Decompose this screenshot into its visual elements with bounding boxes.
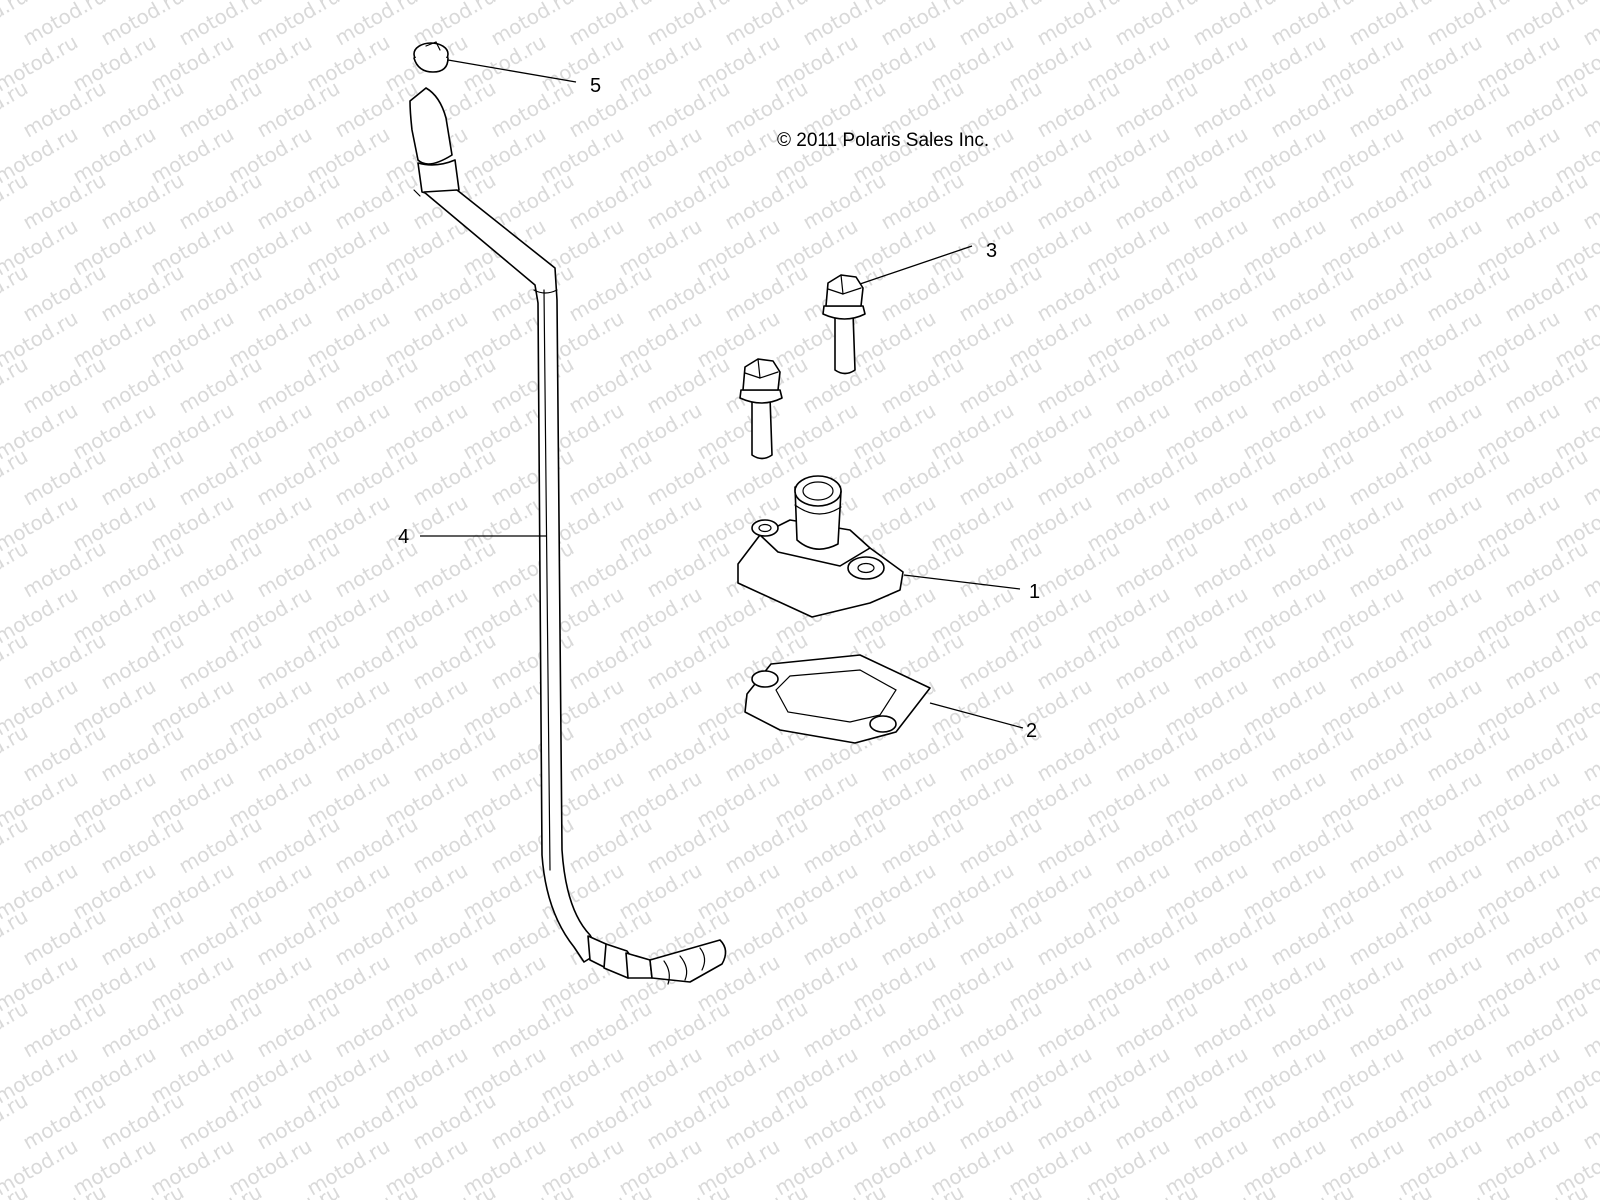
valve-cover: 1 <box>737 475 1040 618</box>
hose-clamp: 5 <box>413 41 601 97</box>
leader-2 <box>929 702 1024 729</box>
leader-5 <box>447 59 577 83</box>
callout-2: 2 <box>1026 720 1037 742</box>
callout-4: 4 <box>398 526 409 548</box>
callout-1: 1 <box>1029 581 1040 603</box>
copyright-text: © 2011 Polaris Sales Inc. <box>777 130 989 151</box>
gasket: 2 <box>744 654 1037 744</box>
callout-3: 3 <box>986 240 997 262</box>
leader-3 <box>859 245 973 285</box>
bolt-left <box>739 358 783 460</box>
bolt-right: 3 <box>822 240 997 375</box>
breather-hose: 4 <box>398 87 727 985</box>
leader-1 <box>903 574 1021 590</box>
callout-5: 5 <box>590 75 601 97</box>
